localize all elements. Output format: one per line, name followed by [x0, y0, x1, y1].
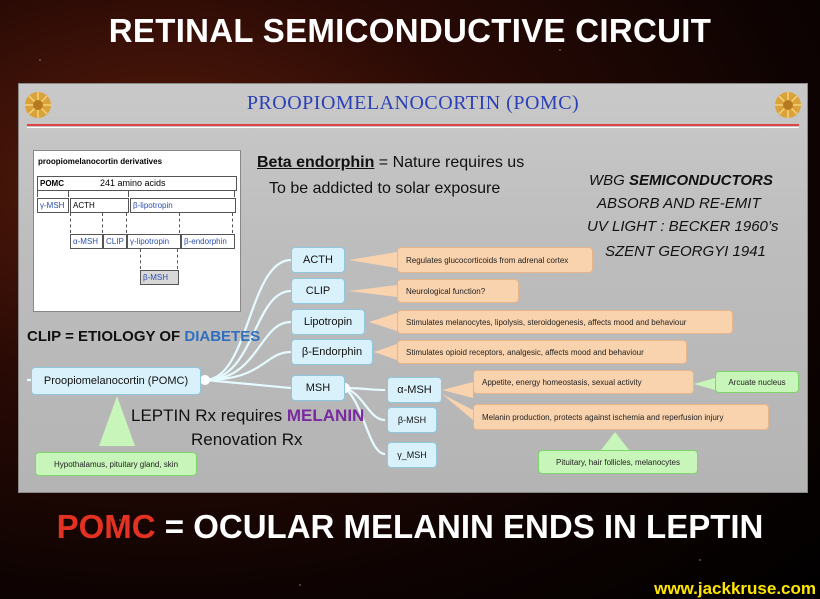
sunburst-left-icon — [25, 92, 51, 118]
wbg-line-4: SZENT GEORGYI 1941 — [605, 243, 766, 260]
beta-endorphin-node: β-Endorphin — [291, 339, 373, 365]
alpha-msh-box: α-MSH — [70, 234, 103, 249]
pomc-length: 241 amino acids — [100, 178, 166, 188]
msh-node: MSH — [291, 375, 345, 401]
clip-node: CLIP — [291, 278, 345, 304]
clip-note: Neurological function? — [397, 279, 519, 303]
dash-line — [68, 191, 69, 197]
title-divider — [27, 124, 799, 126]
website-url: www.jackkruse.com — [654, 579, 816, 598]
gamma-lipotropin-box: γ-lipotropin — [127, 234, 181, 249]
leptin-statement: LEPTIN Rx requires MELANIN — [131, 406, 364, 426]
slide-panel: PROOPIOMELANOCORTIN (POMC) proopiomelano… — [18, 83, 808, 493]
dash-line — [234, 191, 235, 197]
diabetes-label: DIABETES — [184, 328, 261, 345]
beta-endorphin-box: β-endorphin — [181, 234, 235, 249]
page-title: RETINAL SEMICONDUCTIVE CIRCUIT — [108, 12, 712, 49]
beta-endorphin-heading: Beta endorphin — [257, 154, 375, 171]
beta-lipotropin-box: β-lipotropin — [130, 198, 236, 213]
derivatives-heading: proopiomelanocortin derivatives — [38, 157, 163, 166]
beta-endorphin-line1: = Nature requires us — [374, 154, 525, 171]
acth-box: ACTH — [70, 198, 129, 213]
renovation-label: Renovation Rx — [191, 430, 303, 449]
lipotropin-node: Lipotropin — [291, 309, 365, 335]
dash-line — [37, 191, 38, 197]
wbg-line-3: UV LIGHT : BECKER 1960’s — [587, 218, 779, 235]
alpha-msh-note-melanin: Melanin production, protects against isc… — [473, 404, 769, 430]
dash-line — [102, 213, 103, 233]
melanin-label: MELANIN — [286, 406, 365, 425]
wbg-prefix: WBG — [589, 172, 629, 189]
clip-etiology-prefix: CLIP = ETIOLOGY OF — [27, 328, 185, 345]
pomc-root-node: Proopiomelanocortin (POMC) — [31, 367, 201, 395]
slide-title: PROOPIOMELANOCORTIN (POMC) — [246, 92, 580, 114]
acth-node: ACTH — [291, 247, 345, 273]
pomc-bar: POMC 241 amino acids — [37, 176, 237, 191]
arcuate-nucleus-note: Arcuate nucleus — [715, 371, 799, 393]
beta-endorphin-note: Stimulates opioid receptors, analgesic, … — [397, 340, 687, 364]
title-divider-highlight — [27, 127, 799, 128]
wbg-semiconductors: SEMICONDUCTORS — [629, 172, 773, 189]
dash-line — [232, 213, 233, 233]
pomc-label: POMC — [40, 179, 64, 188]
dash-line — [179, 213, 180, 233]
gamma-msh-node: γ_MSH — [387, 442, 437, 468]
beta-endorphin-line2: To be addicted to solar exposure — [269, 180, 501, 197]
beta-msh-node: β-MSH — [387, 407, 437, 433]
dash-line — [126, 213, 127, 233]
beta-endorphin-statement: Beta endorphin = Nature requires us — [257, 154, 524, 172]
dash-line — [128, 191, 129, 197]
gamma-msh-box: γ-MSH — [37, 198, 69, 213]
acth-note: Regulates glucocorticoids from adrenal c… — [397, 247, 593, 273]
beta-msh-box: β-MSH — [140, 270, 179, 285]
bottom-title: POMC = OCULAR MELANIN ENDS IN LEPTIN — [0, 508, 820, 546]
wbg-line-2: ABSORB AND RE-EMIT — [597, 195, 761, 212]
dash-line — [140, 249, 141, 269]
alpha-msh-note-appetite: Appetite, energy homeostasis, sexual act… — [473, 370, 694, 394]
lipotropin-note: Stimulates melanocytes, lipolysis, stero… — [397, 310, 733, 334]
sunburst-right-icon — [775, 92, 801, 118]
wbg-line-1: WBG SEMICONDUCTORS — [589, 172, 773, 189]
clip-box: CLIP — [103, 234, 127, 249]
clip-etiology-statement: CLIP = ETIOLOGY OF DIABETES — [27, 328, 260, 345]
dash-line — [177, 249, 178, 269]
leptin-prefix: LEPTIN Rx requires — [131, 406, 287, 425]
pituitary-note: Pituitary, hair follicles, melanocytes — [538, 450, 698, 474]
bottom-title-rest: = OCULAR MELANIN ENDS IN LEPTIN — [155, 508, 764, 545]
alpha-msh-node: α-MSH — [387, 377, 442, 403]
root-location-note: Hypothalamus, pituitary gland, skin — [35, 452, 197, 476]
pomc-derivatives-figure: proopiomelanocortin derivatives POMC 241… — [33, 150, 241, 312]
dash-line — [70, 213, 71, 233]
bottom-title-pomc: POMC — [56, 508, 156, 545]
